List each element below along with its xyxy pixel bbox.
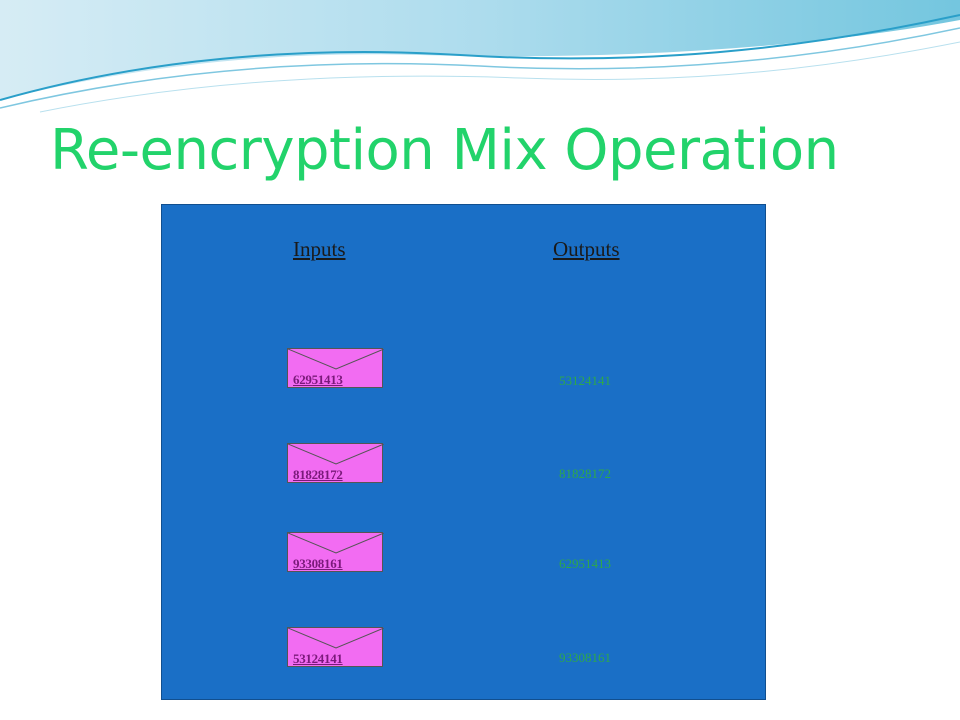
input-value: 81828172 — [293, 467, 343, 482]
input-envelope-1: 62951413 — [287, 348, 384, 388]
envelope-icon — [288, 628, 384, 649]
input-value: 93308161 — [293, 556, 343, 571]
input-envelope-3: 93308161 — [287, 532, 384, 572]
input-envelope-4: 53124141 — [287, 627, 384, 667]
output-value-4: 93308161 — [559, 650, 611, 665]
wave-banner — [0, 0, 960, 113]
mix-diagram-panel: Inputs Outputs 62951413 81828172 9330816… — [161, 204, 766, 700]
output-value-3: 62951413 — [559, 556, 611, 571]
input-envelope-2: 81828172 — [287, 443, 384, 483]
output-value-1: 53124141 — [559, 373, 611, 388]
inputs-heading: Inputs — [293, 237, 346, 261]
outputs-heading: Outputs — [553, 237, 620, 261]
slide-title: Re-encryption Mix Operation — [50, 118, 839, 183]
envelope-icon — [288, 533, 384, 554]
input-value: 53124141 — [293, 651, 343, 666]
input-value: 62951413 — [293, 372, 343, 387]
envelope-icon — [288, 349, 384, 370]
output-value-2: 81828172 — [559, 466, 611, 481]
envelope-icon — [288, 444, 384, 465]
